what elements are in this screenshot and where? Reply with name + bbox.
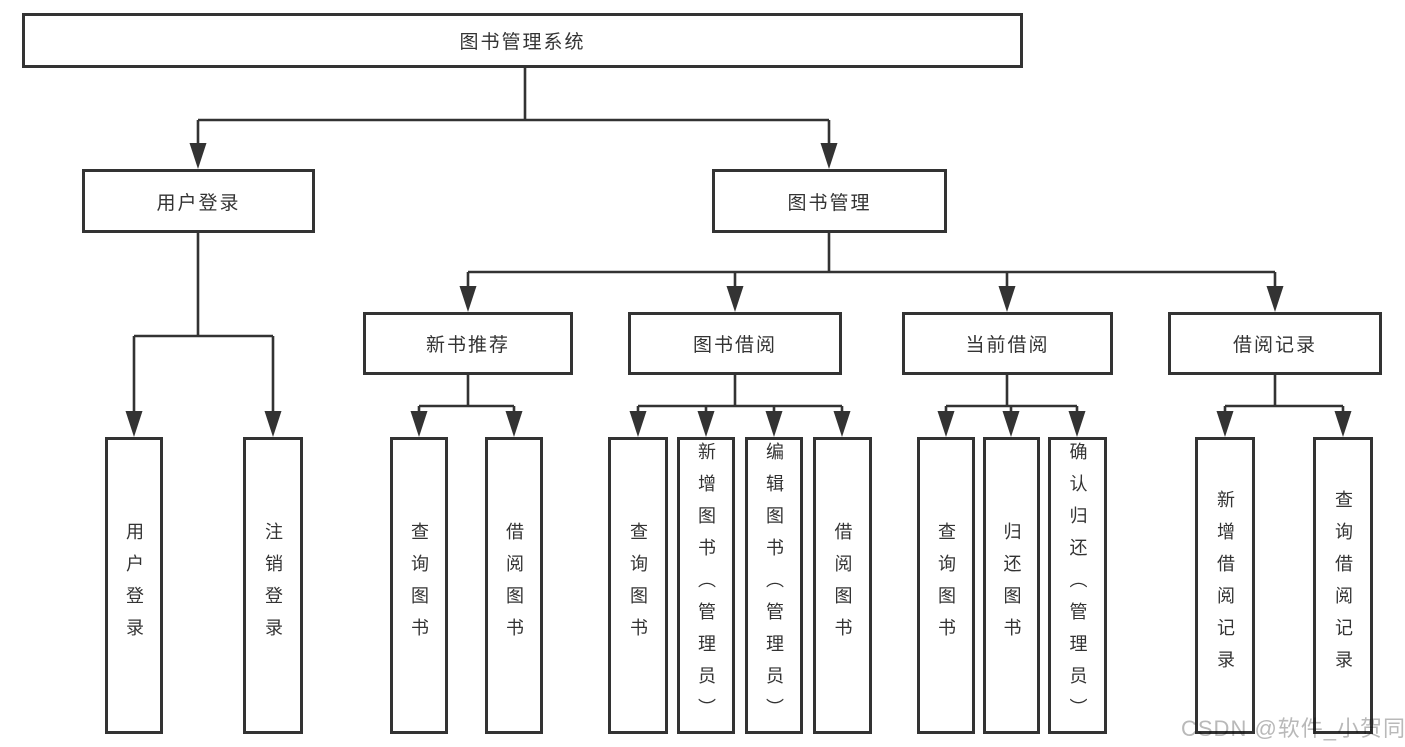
node-current-query-books: 查询图书 <box>917 437 975 734</box>
node-current-return-books: 归还图书 <box>983 437 1040 734</box>
node-leaf-logout: 注销登录 <box>243 437 303 734</box>
leaf-label: 新增借阅记录 <box>1215 489 1235 682</box>
leaf-label: 查询图书 <box>628 521 648 650</box>
leaf-label: 新增图书（管理员） <box>696 441 716 730</box>
leaf-label: 借阅图书 <box>832 521 853 650</box>
node-records-query-record: 查询借阅记录 <box>1313 437 1373 734</box>
leaf-label: 编辑图书（管理员） <box>764 441 784 730</box>
csdn-watermark: CSDN @软件_小贺同学 <box>1181 716 1405 741</box>
leaf-label: 注销登录 <box>263 521 283 650</box>
node-new-book-recommend: 新书推荐 <box>363 312 573 375</box>
leaf-label: 查询图书 <box>936 521 956 650</box>
node-recommend-borrow-books: 借阅图书 <box>485 437 543 734</box>
leaf-label: 借阅图书 <box>504 521 524 650</box>
node-current-borrow: 当前借阅 <box>902 312 1113 375</box>
node-recommend-query-books: 查询图书 <box>390 437 448 734</box>
node-current-confirm-return-admin: 确认归还（管理员） <box>1048 437 1107 734</box>
leaf-label: 确认归还（管理员） <box>1067 441 1088 730</box>
node-user-login: 用户登录 <box>82 169 315 233</box>
leaf-label: 查询图书 <box>409 521 429 650</box>
node-book-borrow: 图书借阅 <box>628 312 842 375</box>
node-records-add-record: 新增借阅记录 <box>1195 437 1255 734</box>
leaf-label: 归还图书 <box>1001 521 1022 650</box>
leaf-label: 用户登录 <box>124 521 144 650</box>
node-borrow-query-books: 查询图书 <box>608 437 668 734</box>
leaf-label: 查询借阅记录 <box>1333 489 1353 682</box>
node-borrow-records: 借阅记录 <box>1168 312 1382 375</box>
node-borrow-borrow-books: 借阅图书 <box>813 437 872 734</box>
node-borrow-edit-books-admin: 编辑图书（管理员） <box>745 437 803 734</box>
node-leaf-user-login: 用户登录 <box>105 437 163 734</box>
node-borrow-add-books-admin: 新增图书（管理员） <box>677 437 735 734</box>
node-book-management: 图书管理 <box>712 169 947 233</box>
node-root: 图书管理系统 <box>22 13 1023 68</box>
